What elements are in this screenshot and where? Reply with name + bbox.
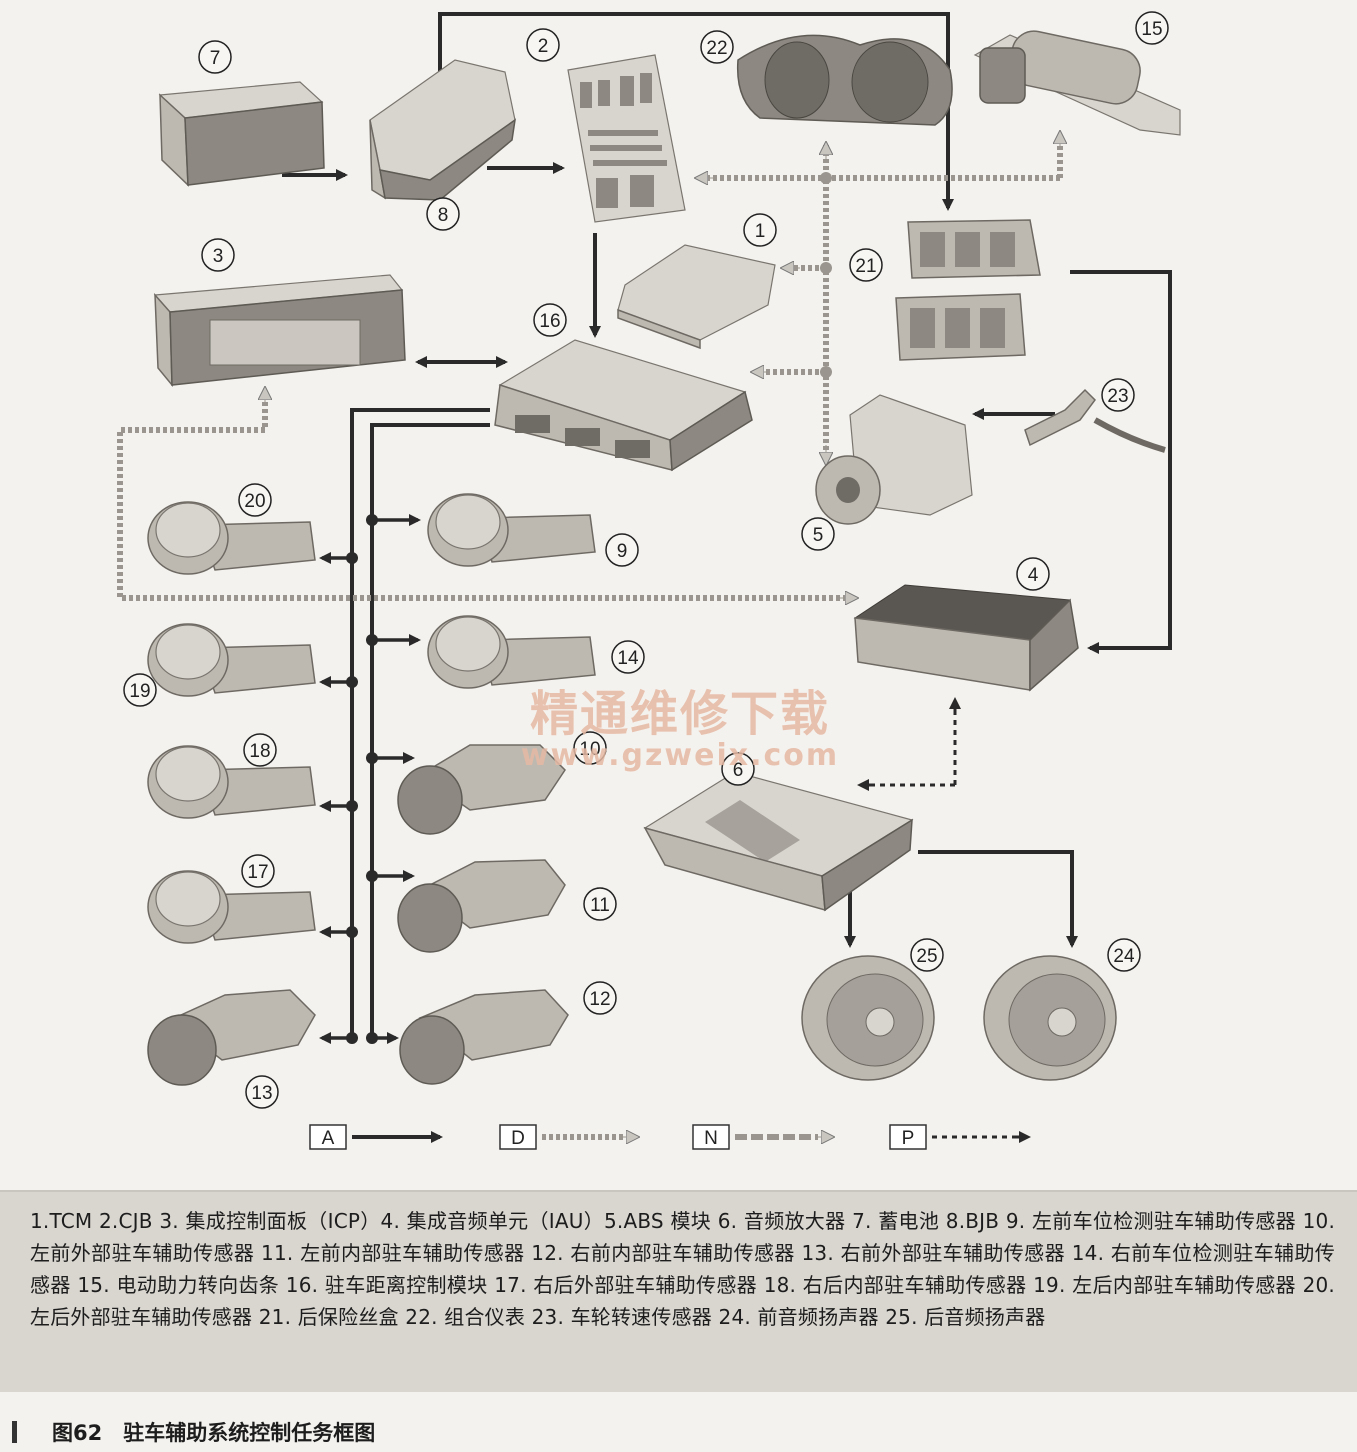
- component-speaker-rear: [801, 955, 935, 1081]
- label-13: 13: [245, 1075, 279, 1109]
- label-3: 3: [201, 238, 235, 272]
- label-17: 17: [241, 854, 275, 888]
- label-25: 25: [910, 938, 944, 972]
- component-parking-module: [494, 339, 753, 472]
- sensor-17: [147, 870, 316, 944]
- label-text: 25: [916, 946, 937, 967]
- label-23: 23: [1101, 378, 1135, 412]
- label-text: 5: [813, 525, 824, 546]
- sensor-10: [397, 744, 566, 835]
- watermark-title: 精通维修下载: [530, 686, 830, 742]
- component-wheel-speed-sensor: [1024, 388, 1166, 453]
- label-10: 10: [573, 731, 607, 765]
- label-text: 15: [1141, 19, 1162, 40]
- legend-key-n: N: [704, 1128, 718, 1149]
- label-text: 1: [755, 221, 766, 242]
- label-text: 11: [590, 895, 610, 916]
- label-text: 4: [1028, 565, 1039, 586]
- legend-key-a: A: [322, 1128, 335, 1149]
- label-text: 18: [249, 741, 270, 762]
- label-16: 16: [533, 303, 567, 337]
- label-text: 2: [538, 36, 549, 57]
- label-text: 24: [1113, 946, 1135, 967]
- label-text: 14: [617, 648, 639, 669]
- line-legend: A D N P: [309, 1124, 1031, 1150]
- component-tcm: [617, 244, 776, 350]
- label-text: 22: [706, 38, 727, 59]
- component-amplifier: [643, 771, 914, 912]
- sensor-20: [147, 501, 316, 575]
- label-text: 20: [244, 491, 265, 512]
- sensor-19: [147, 623, 316, 697]
- label-text: 16: [539, 311, 560, 332]
- component-bjb: [369, 59, 517, 201]
- label-8: 8: [426, 197, 460, 231]
- label-9: 9: [605, 533, 639, 567]
- component-cjb: [567, 54, 686, 223]
- legend-key-d: D: [511, 1128, 525, 1149]
- sensor-12: [399, 989, 569, 1085]
- label-text: 19: [129, 681, 150, 702]
- label-7: 7: [198, 40, 232, 74]
- label-text: 8: [438, 205, 449, 226]
- component-icp: [153, 274, 406, 388]
- label-text: 10: [579, 739, 600, 760]
- component-abs-module: [815, 394, 973, 525]
- watermark-url: www.gzweix.com: [521, 738, 839, 773]
- label-text: 17: [247, 862, 268, 883]
- label-text: 21: [855, 256, 876, 277]
- label-18: 18: [243, 733, 277, 767]
- label-text: 13: [251, 1083, 272, 1104]
- label-1: 1: [743, 213, 777, 247]
- component-battery: [158, 81, 325, 187]
- control-diagram: 7822215121316235209419141810617112524131…: [117, 11, 1181, 1150]
- label-text: 3: [213, 246, 224, 267]
- label-11: 11: [583, 887, 617, 921]
- figure-title-bar: [12, 1421, 17, 1443]
- sensor-14: [427, 615, 596, 689]
- label-24: 24: [1107, 938, 1141, 972]
- label-22: 22: [700, 30, 734, 64]
- label-5: 5: [801, 517, 835, 551]
- component-iau: [853, 584, 1079, 692]
- label-20: 20: [238, 483, 272, 517]
- label-14: 14: [611, 640, 645, 674]
- label-2: 2: [526, 28, 560, 62]
- connections: [117, 12, 1172, 1044]
- label-15: 15: [1135, 11, 1169, 45]
- sensor-11: [397, 859, 566, 953]
- label-19: 19: [123, 673, 157, 707]
- sensor-18: [147, 745, 316, 819]
- caption-panel: [0, 1190, 1357, 1392]
- label-text: 9: [617, 541, 628, 562]
- component-instrument-cluster: [736, 34, 953, 126]
- label-12: 12: [583, 981, 617, 1015]
- figure-title: 图62 驻车辅助系统控制任务框图: [52, 1421, 376, 1445]
- sensor-13: [147, 989, 316, 1086]
- component-rear-fuse-box: [895, 219, 1041, 361]
- label-21: 21: [849, 248, 883, 282]
- label-text: 23: [1107, 386, 1128, 407]
- component-steering-rack: [973, 30, 1181, 136]
- component-speaker-front: [983, 955, 1117, 1081]
- label-text: 7: [210, 48, 221, 69]
- sensor-9: [427, 493, 596, 567]
- component-legend-text: 1.TCM 2.CJB 3. 集成控制面板（ICP）4. 集成音频单元（IAU）…: [30, 1209, 1335, 1329]
- label-text: 12: [589, 989, 610, 1010]
- legend-key-p: P: [902, 1128, 915, 1149]
- label-6: 6: [721, 752, 755, 786]
- label-text: 6: [733, 760, 744, 781]
- label-4: 4: [1016, 557, 1050, 591]
